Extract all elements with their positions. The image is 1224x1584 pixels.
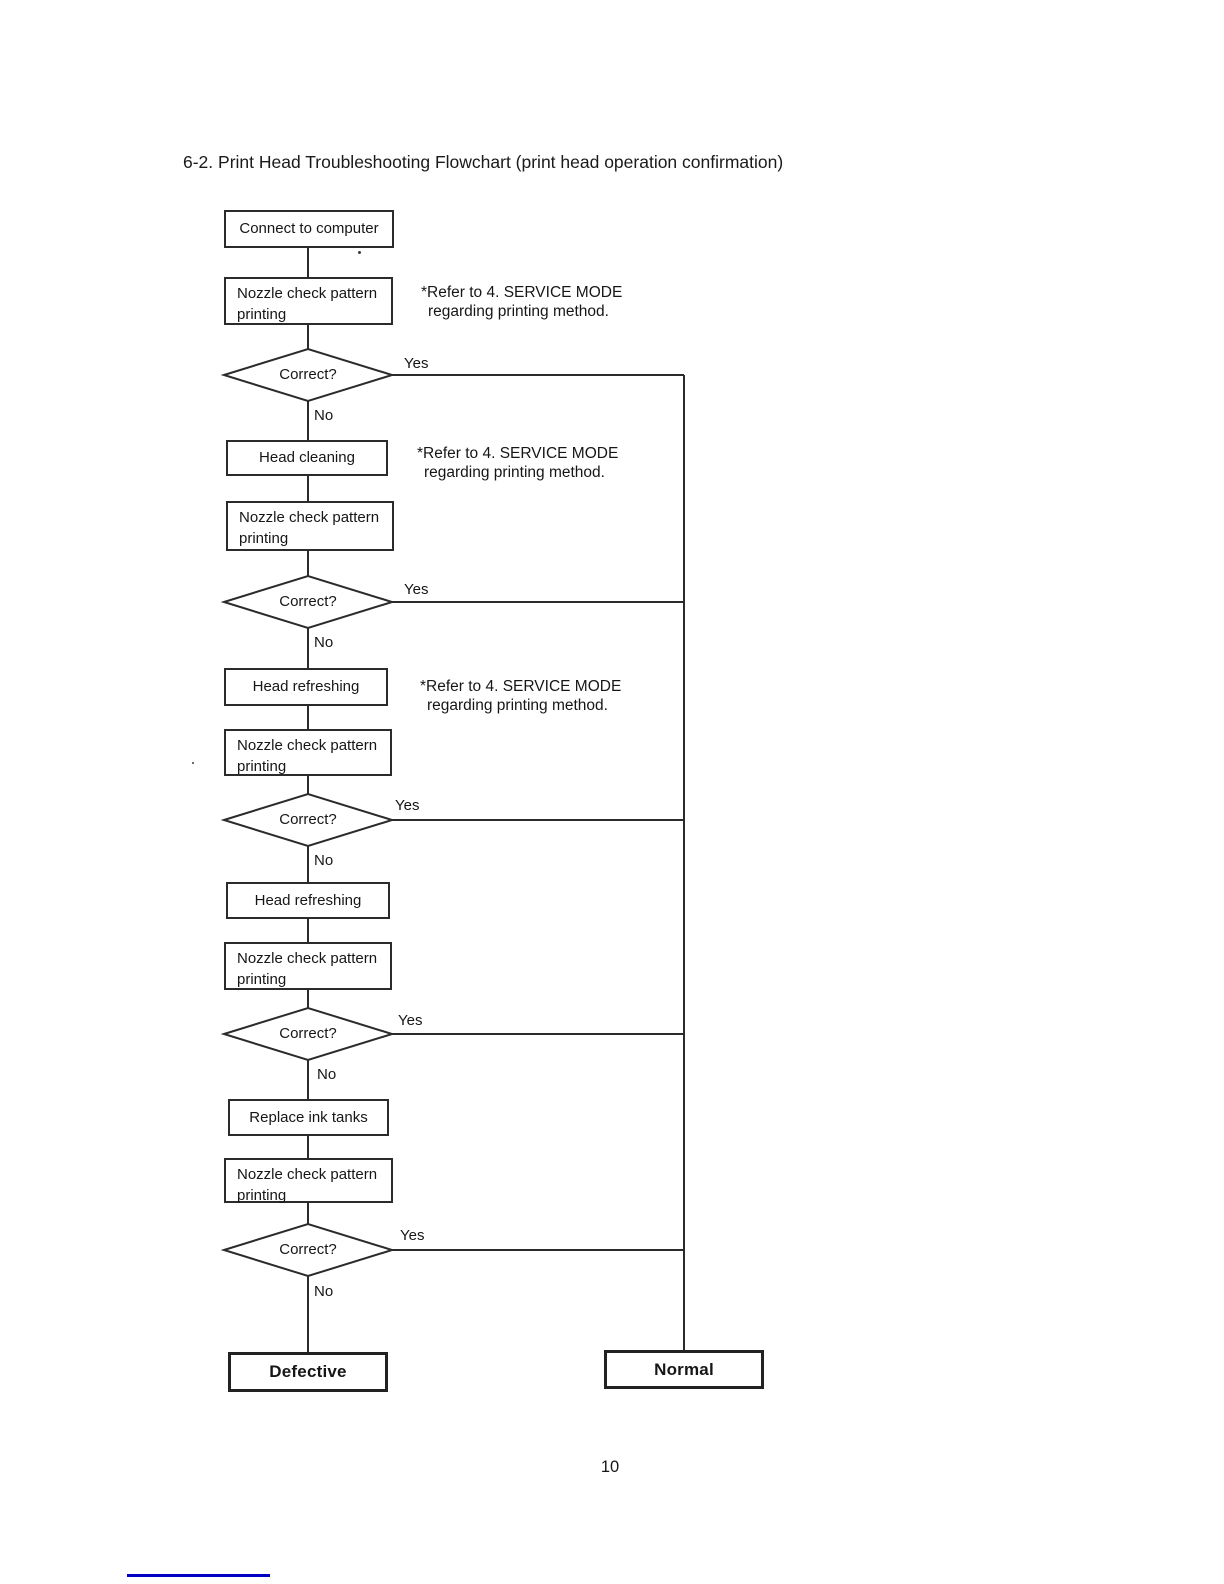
no-label-4: No — [317, 1066, 337, 1083]
step-nozzle-check-1: Nozzle check pattern printing — [224, 277, 393, 325]
note-line: regarding printing method. — [427, 697, 608, 714]
step-nozzle-check-5: Nozzle check pattern printing — [224, 1158, 393, 1204]
step-nozzle-check-4: Nozzle check pattern printing — [224, 942, 392, 990]
footer-underline — [127, 1574, 270, 1577]
step-nozzle-check-3: Nozzle check pattern printing — [224, 729, 392, 776]
outcome-normal: Normal — [604, 1350, 764, 1389]
decision-label-5: Correct? — [279, 1241, 337, 1258]
step-label-line: printing — [237, 306, 287, 323]
note-line: regarding printing method. — [424, 464, 605, 481]
no-label-5: No — [314, 1283, 334, 1300]
decision-diamond-4 — [220, 1006, 396, 1062]
no-label-2: No — [314, 634, 334, 651]
yes-label-2: Yes — [404, 581, 429, 598]
step-label-line: printing — [237, 971, 287, 988]
decision-label-2: Correct? — [279, 593, 337, 610]
step-label-line: Nozzle check pattern — [237, 1166, 378, 1183]
decision-label-4: Correct? — [279, 1025, 337, 1042]
yes-label-4: Yes — [398, 1012, 423, 1029]
step-label-line: printing — [239, 530, 289, 547]
yes-label-1: Yes — [404, 355, 429, 372]
no-label-1: No — [314, 407, 334, 424]
step-label-line: printing — [237, 758, 287, 775]
step-nozzle-check-2: Nozzle check pattern printing — [226, 501, 394, 551]
no-label-3: No — [314, 852, 334, 869]
step-label-line: Nozzle check pattern — [237, 285, 378, 302]
note-line: regarding printing method. — [428, 303, 609, 320]
outcome-defective: Defective — [228, 1352, 388, 1392]
decision-diamond-1 — [220, 347, 396, 403]
step-head-refreshing-1: Head refreshing — [224, 668, 388, 706]
step-label-line: Nozzle check pattern — [237, 737, 378, 754]
decision-label-3: Correct? — [279, 811, 337, 828]
yes-label-5: Yes — [400, 1227, 425, 1244]
decision-diamond-5 — [220, 1222, 396, 1278]
step-head-cleaning: Head cleaning — [226, 440, 388, 476]
note-line: *Refer to 4. SERVICE MODE — [421, 284, 623, 301]
step-label-line: Nozzle check pattern — [239, 509, 380, 526]
decision-diamond-2 — [220, 574, 396, 630]
step-head-refreshing-2: Head refreshing — [226, 882, 390, 919]
note-line: *Refer to 4. SERVICE MODE — [417, 445, 619, 462]
page-title: 6-2. Print Head Troubleshooting Flowchar… — [183, 152, 784, 172]
service-mode-note-3: *Refer to 4. SERVICE MODE regarding prin… — [420, 677, 621, 715]
step-label-line: printing — [237, 1187, 287, 1204]
decision-label-1: Correct? — [279, 366, 337, 383]
scan-dot — [358, 251, 361, 254]
step-label-line: Nozzle check pattern — [237, 950, 378, 967]
yes-label-3: Yes — [395, 797, 420, 814]
scan-dot — [192, 762, 194, 764]
service-mode-note-2: *Refer to 4. SERVICE MODE regarding prin… — [417, 444, 618, 482]
note-line: *Refer to 4. SERVICE MODE — [420, 678, 622, 695]
decision-diamond-3 — [220, 792, 396, 848]
service-mode-note-1: *Refer to 4. SERVICE MODE regarding prin… — [421, 283, 622, 321]
step-replace-ink-tanks: Replace ink tanks — [228, 1099, 389, 1136]
page-number: 10 — [600, 1458, 620, 1476]
step-connect-to-computer: Connect to computer — [224, 210, 394, 248]
